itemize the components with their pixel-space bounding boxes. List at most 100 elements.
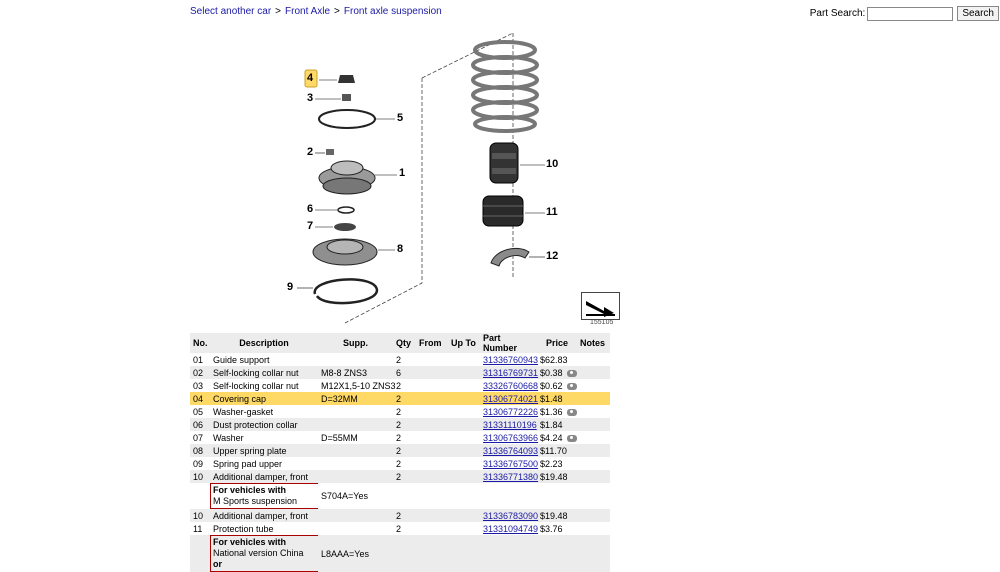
row-up-to [448,366,480,379]
row-qty: 2 [393,509,416,522]
row-description: Guide support [213,354,270,365]
print-image-button[interactable] [581,292,620,320]
row-up-to [448,470,480,483]
row-up-to [448,522,480,535]
part-4-covering-cap[interactable] [304,69,355,88]
callout-9[interactable]: 9 [287,281,294,293]
row-up-to [448,405,480,418]
row-notes [577,353,610,366]
row-description: Washer [213,432,244,443]
part-number-link[interactable]: 31306774021 [483,393,539,404]
current-section-link[interactable]: Front axle suspension [343,6,442,17]
callout-1[interactable]: 1 [399,167,406,179]
row-price: $11.70 [540,445,567,456]
row-part-number: 31336764093 [480,444,539,457]
callout-11[interactable]: 11 [546,206,558,218]
callout-6[interactable]: 6 [307,203,314,215]
part-search-input[interactable] [867,6,954,21]
row-part-number: 31336767500 [480,457,539,470]
col-up-to: Up To [448,333,480,353]
col-price: Price [537,333,577,353]
callout-2[interactable]: 2 [307,146,314,158]
row-price: $19.48 [540,471,568,482]
row-notes [577,457,610,470]
part-number-link[interactable]: 31331094749 [483,523,539,534]
row-notes [577,470,610,483]
part-number-link[interactable]: 31336764093 [483,445,539,456]
note-icon[interactable] [566,369,577,377]
empty-cell [448,535,480,572]
row-from [416,457,448,470]
row-supp: S704A=Yes [321,491,368,501]
select-another-car-link[interactable]: Select another car [190,6,272,17]
callout-12[interactable]: 12 [546,250,559,262]
row-notes [577,431,610,444]
row-number: 02 [190,366,210,379]
row-up-to [448,509,480,522]
callout-7[interactable]: 7 [307,220,314,232]
callout-8[interactable]: 8 [397,243,404,255]
search-button[interactable]: Search [957,6,999,21]
note-icon[interactable] [566,434,577,442]
empty-cell [577,483,610,509]
front-axle-link[interactable]: Front Axle [285,6,331,17]
row-part-number: 31306774021 [480,392,539,405]
row-price-cell: $1.84 [537,418,577,431]
part-number-link[interactable]: 31316769731 [483,367,539,378]
row-part-number: 31306772226 [480,405,539,418]
callout-4[interactable]: 4 [307,72,314,84]
vehicle-note-extra: or [213,559,222,569]
row-part-number: 31316769731 [480,366,539,379]
table-header: No. Description Supp. Qty From Up To Par… [190,333,610,353]
note-icon[interactable] [566,382,577,390]
row-number: 09 [193,458,204,469]
row-number: 11 [193,523,203,534]
part-number-link[interactable]: 31336771380 [483,471,539,482]
row-price-cell: $11.70 [537,444,577,457]
row-from [416,418,448,431]
part-number-link[interactable]: 31306772226 [483,406,539,417]
part-number-link[interactable]: 31306763966 [483,432,539,443]
row-qty: 2 [396,406,402,417]
row-from [416,353,448,366]
row-number [190,535,210,572]
row-number: 05 [193,406,204,417]
row-up-to [448,431,480,444]
row-up-to [448,392,480,405]
part-number-link[interactable]: 31336783090 [483,510,539,521]
row-qty: 2 [396,458,402,469]
part-number-link[interactable]: 31336767500 [483,458,539,469]
row-description: Washer-gasket [213,406,274,417]
note-icon[interactable] [566,408,577,416]
empty-cell [480,483,537,509]
callout-5[interactable]: 5 [397,112,404,124]
image-number: 155105 [590,319,614,326]
row-price-cell: $0.62 [537,379,577,392]
col-from: From [416,333,448,353]
part-number-link[interactable]: 31336760943 [483,354,539,365]
part-number-link[interactable]: 31331110196 [483,419,537,430]
row-part-number: 31331094749 [480,522,539,535]
callout-3[interactable]: 3 [307,92,314,104]
part-number-link[interactable]: 33326760668 [483,380,539,391]
row-part-number: 33326760668 [480,379,539,392]
row-supp [318,444,393,457]
row-up-to [448,353,480,366]
callout-10[interactable]: 10 [546,158,559,170]
row-price-cell: $62.83 [537,353,577,366]
